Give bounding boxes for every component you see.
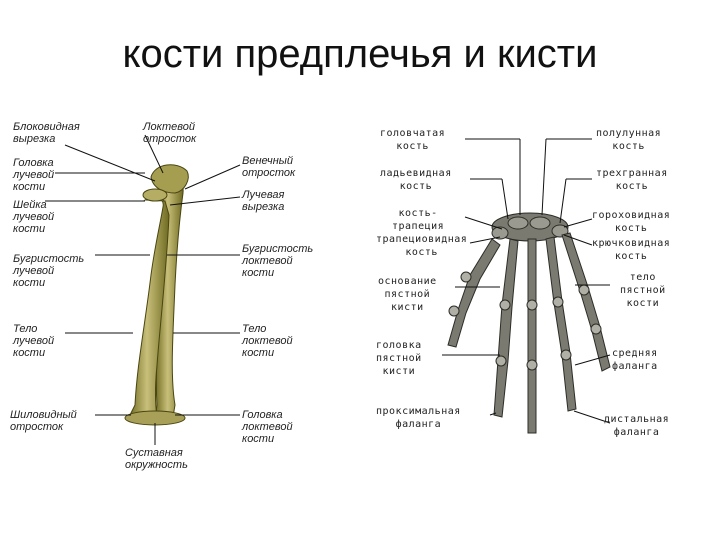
slide-title: кости предплечья и кисти [0,32,720,77]
index-finger [494,239,518,417]
hand-bones [448,213,610,433]
distal-end [125,411,185,425]
middle-finger [528,239,536,433]
label-trapezium: кость-трапеция [392,207,444,233]
radial-head [143,189,167,201]
